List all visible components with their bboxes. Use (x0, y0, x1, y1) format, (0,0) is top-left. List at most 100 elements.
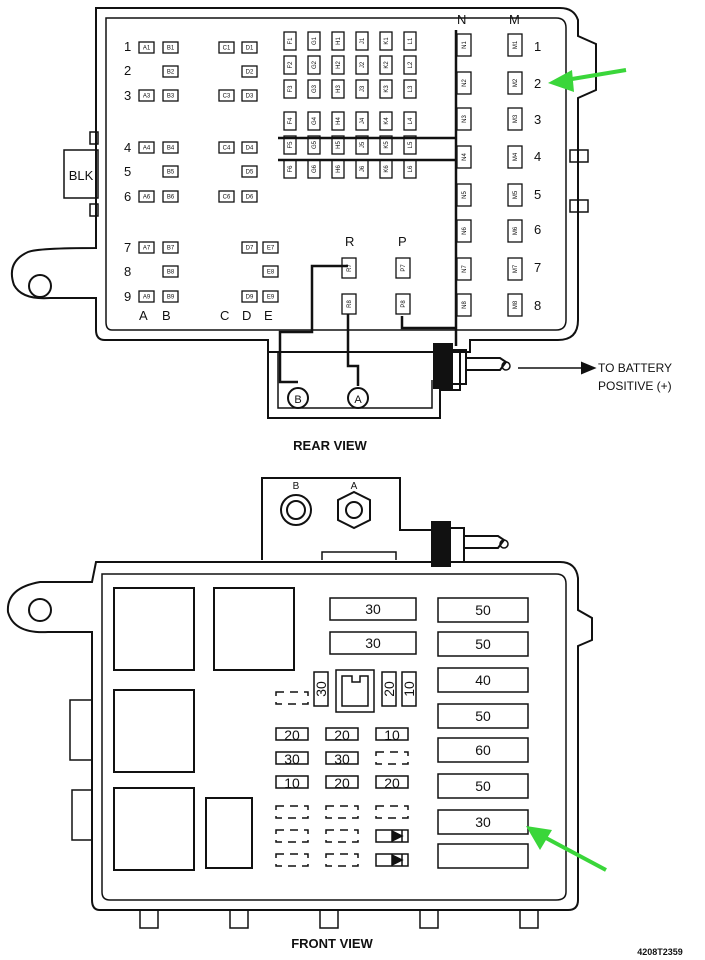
svg-text:20: 20 (284, 727, 300, 743)
svg-text:B2: B2 (167, 70, 175, 76)
cavity-d6: D6 (241, 190, 258, 203)
svg-text:A: A (139, 308, 148, 323)
mini-fuse-2-2: 20 (375, 775, 409, 791)
svg-text:R7: R7 (347, 264, 353, 272)
cavity-b1: B1 (162, 41, 179, 54)
cavity-e8: E8 (262, 265, 279, 278)
p-label: P (398, 234, 407, 249)
svg-text:20: 20 (381, 681, 397, 697)
cavity-r8: R8 (341, 293, 357, 315)
cavity-b7: B7 (162, 241, 179, 254)
minigrid-cell-j1: J1 (355, 31, 369, 51)
maxi-fuse-empty (437, 843, 529, 869)
svg-text:D3: D3 (246, 94, 254, 100)
svg-text:B4: B4 (167, 146, 175, 152)
svg-text:N1: N1 (462, 41, 468, 49)
n-label: N (457, 12, 466, 27)
svg-text:P7: P7 (401, 264, 407, 272)
minigrid-cell-k2: K2 (379, 55, 393, 75)
svg-text:A4: A4 (143, 146, 151, 152)
svg-text:G5: G5 (312, 140, 318, 149)
svg-text:4: 4 (534, 149, 541, 164)
minigrid-cell-h1: H1 (331, 31, 345, 51)
relay-block-5 (205, 797, 253, 869)
m-label: M (509, 12, 520, 27)
minigrid-cell-g5: G5 (307, 135, 321, 155)
cavity-c3: C3 (218, 89, 235, 102)
minigrid-cell-j3: J3 (355, 79, 369, 99)
svg-text:G3: G3 (312, 84, 318, 93)
svg-text:30: 30 (334, 751, 350, 767)
green-arrow-rear (548, 68, 627, 92)
svg-text:C3: C3 (223, 94, 231, 100)
svg-text:B6: B6 (167, 195, 175, 201)
n-cell-n1: N1 (456, 33, 472, 57)
cavity-d2: D2 (241, 65, 258, 78)
svg-text:8: 8 (124, 264, 131, 279)
rear-column-letters: A B C D E (139, 308, 273, 323)
svg-text:1: 1 (124, 39, 131, 54)
mini-fuse-0-0: 20 (275, 727, 309, 743)
svg-text:6: 6 (124, 189, 131, 204)
rear-terminal-b: B (287, 387, 309, 409)
svg-text:E9: E9 (267, 295, 275, 301)
cavity-c4: C4 (218, 141, 235, 154)
svg-text:B7: B7 (167, 246, 175, 252)
svg-text:A9: A9 (143, 295, 151, 301)
svg-text:R8: R8 (347, 300, 353, 308)
cavity-b6: B6 (162, 190, 179, 203)
m-cell-m8: M8 (507, 293, 523, 317)
cavity-d3: D3 (241, 89, 258, 102)
svg-text:L5: L5 (408, 141, 414, 148)
blk-tab (63, 149, 99, 199)
rear-view-caption: REAR VIEW (293, 438, 367, 453)
svg-text:M4: M4 (513, 152, 519, 161)
svg-text:3: 3 (534, 112, 541, 127)
minigrid-cell-j6: J6 (355, 159, 369, 179)
svg-text:2: 2 (534, 76, 541, 91)
n-cell-n2: N2 (456, 71, 472, 95)
minigrid-cell-j2: J2 (355, 55, 369, 75)
svg-text:M5: M5 (513, 190, 519, 199)
svg-text:H5: H5 (336, 141, 342, 149)
vertical-mini-fuses: 30 20 10 (313, 671, 417, 707)
svg-text:D1: D1 (246, 46, 254, 52)
svg-text:J3: J3 (360, 85, 366, 92)
n-cell-n4: N4 (456, 145, 472, 169)
rear-view (10, 7, 597, 419)
svg-text:20: 20 (334, 727, 350, 743)
cavity-d9: D9 (241, 290, 258, 303)
minigrid-cell-g4: G4 (307, 111, 321, 131)
svg-text:F2: F2 (288, 61, 294, 69)
svg-text:M8: M8 (513, 300, 519, 309)
svg-text:30: 30 (365, 601, 381, 617)
svg-text:B: B (162, 308, 171, 323)
minigrid-cell-k4: K4 (379, 111, 393, 131)
cavity-e7: E7 (262, 241, 279, 254)
minigrid-cell-k6: K6 (379, 159, 393, 179)
mini-fuse-2-0: 10 (275, 775, 309, 791)
cavity-a7: A7 (138, 241, 155, 254)
rear-row-numbers: 1 2 3 4 5 6 7 8 9 (124, 39, 131, 304)
svg-text:J6: J6 (360, 165, 366, 172)
front-mount-hole (28, 598, 52, 622)
svg-text:20: 20 (384, 775, 400, 791)
svg-text:50: 50 (475, 708, 491, 724)
battery-stud-front (431, 521, 509, 567)
relay-block-3 (113, 689, 195, 773)
svg-text:C6: C6 (223, 195, 231, 201)
svg-text:N2: N2 (462, 79, 468, 87)
svg-text:H1: H1 (336, 37, 342, 45)
svg-text:B1: B1 (167, 46, 175, 52)
svg-text:A: A (351, 481, 358, 492)
empty-mini-sockets (275, 691, 409, 867)
maxi-fuses-left: 30 30 (329, 597, 417, 655)
svg-text:9: 9 (124, 289, 131, 304)
svg-text:L6: L6 (408, 165, 414, 172)
n-cell-n3: N3 (456, 107, 472, 131)
minigrid-cell-f3: F3 (283, 79, 297, 99)
svg-text:30: 30 (313, 681, 329, 697)
svg-text:E8: E8 (267, 270, 275, 276)
battery-label-line2: POSITIVE (+) (598, 379, 672, 393)
front-terminal-block (261, 477, 433, 560)
